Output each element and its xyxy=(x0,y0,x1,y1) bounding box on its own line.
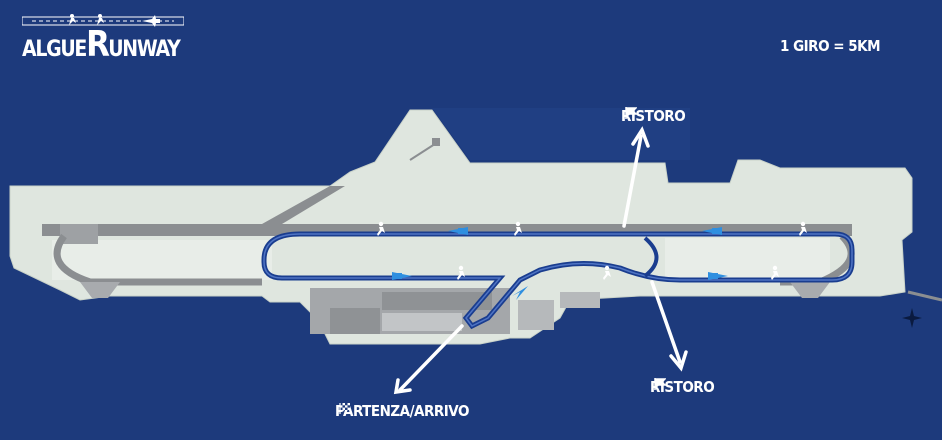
logo-text: ALGUERUNWAY xyxy=(22,24,181,65)
ristoro-label-top: RISTORO xyxy=(621,107,686,125)
pointer-arrows xyxy=(393,126,688,395)
lap-distance-label: 1 GIRO = 5KM xyxy=(780,37,881,55)
runner-icons xyxy=(377,221,807,280)
compass-icon xyxy=(902,308,922,328)
checkered-flag-icon xyxy=(339,403,350,414)
ristoro-label-bottom: RISTORO xyxy=(650,378,715,396)
logo-runway-strip xyxy=(22,14,184,27)
direction-arrows xyxy=(392,227,728,300)
flag-icon xyxy=(625,107,637,119)
start-finish-label: PARTENZA/ARRIVO xyxy=(335,402,469,420)
flag-icon xyxy=(654,378,666,390)
alguerunway-logo: ALGUERUNWAY xyxy=(22,12,187,65)
race-route xyxy=(261,231,855,330)
